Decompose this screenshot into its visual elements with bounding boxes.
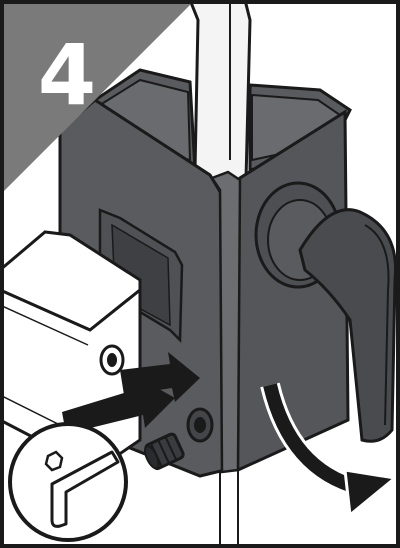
hex-key-allen-wrench-icon [10,424,126,540]
step-number-label: 4 [22,30,112,120]
